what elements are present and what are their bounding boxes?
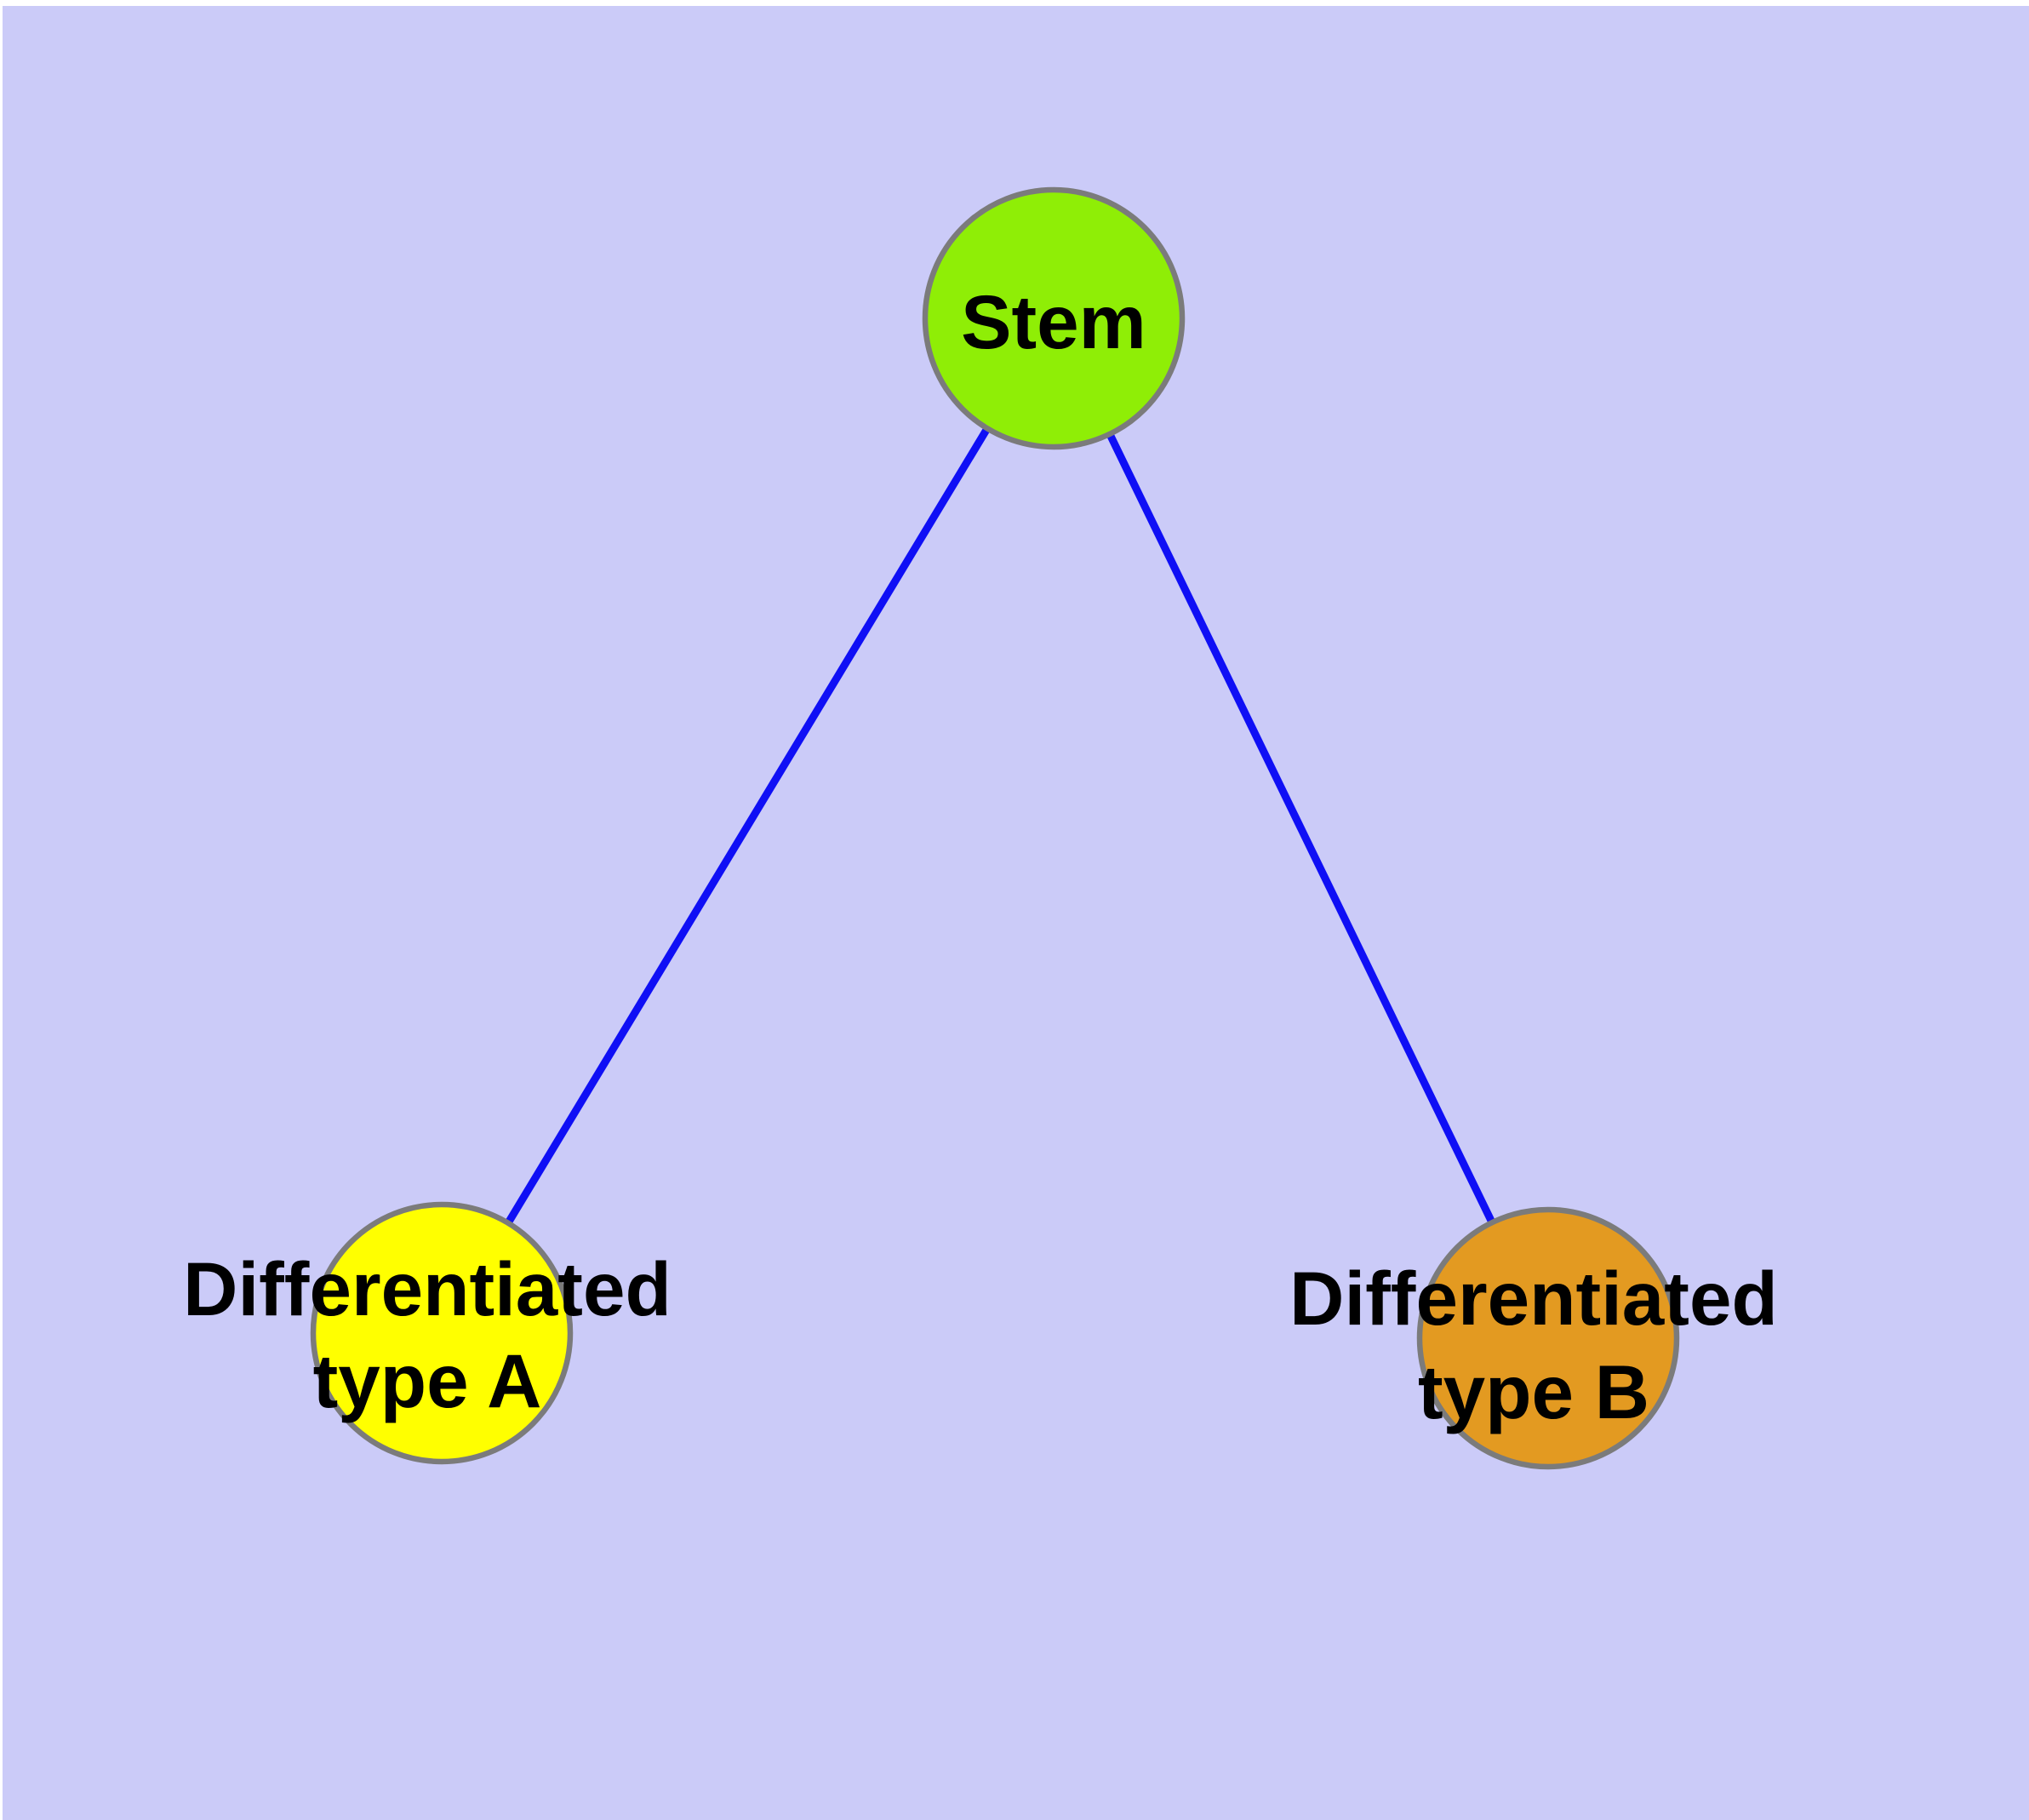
node-differentiated-type-b <box>1416 1206 1680 1470</box>
edge-layer <box>438 316 1552 1340</box>
edge-stem-to-type-a <box>438 316 1057 1336</box>
node-type-b-label-line2: type B <box>1418 1349 1649 1434</box>
node-layer <box>310 186 1680 1470</box>
node-type-a-label-line1: Differentiated <box>183 1246 672 1331</box>
node-differentiated-type-a <box>310 1201 574 1465</box>
node-stem <box>922 186 1186 450</box>
node-type-b-label-line1: Differentiated <box>1289 1256 1778 1341</box>
node-stem-label: Stem <box>961 279 1146 364</box>
label-layer: Stem Differentiated type A Differentiate… <box>183 279 1778 1434</box>
node-type-a-label-line2: type A <box>313 1338 542 1423</box>
edge-stem-to-type-b <box>1049 317 1552 1340</box>
